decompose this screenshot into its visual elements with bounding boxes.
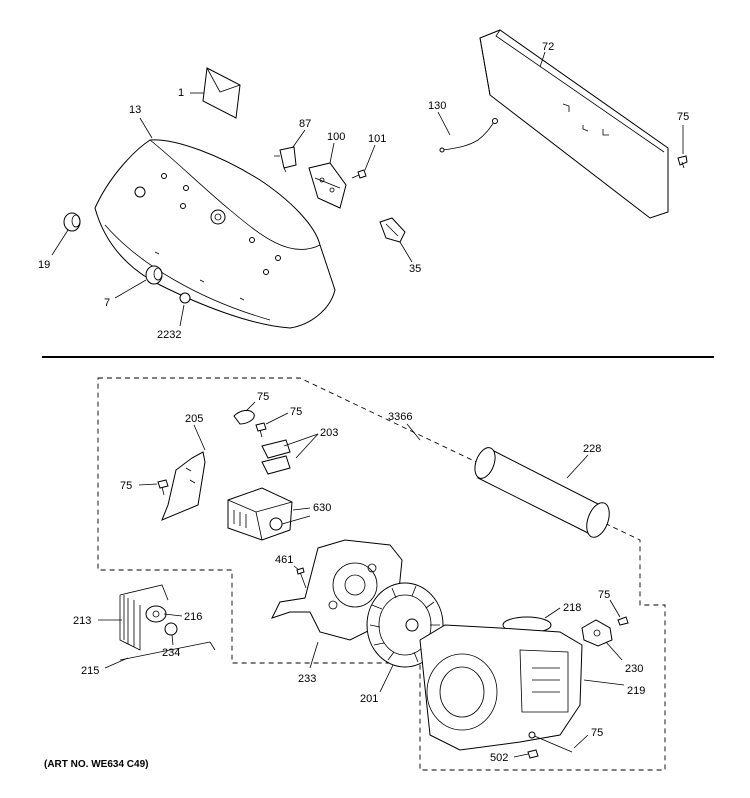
callout-13: 13 — [129, 104, 141, 116]
bracket-205-part — [161, 451, 206, 521]
callout-100: 100 — [327, 131, 345, 143]
knob-19-part — [63, 212, 81, 232]
rod-75e-part — [528, 731, 573, 753]
callout-228: 228 — [583, 443, 601, 455]
motor-630-part — [227, 487, 311, 541]
callout-502: 502 — [490, 752, 508, 764]
screw-75c-part — [157, 479, 169, 496]
screw-461-part — [296, 567, 307, 589]
control-panel-part — [94, 139, 336, 329]
callout-461: 461 — [275, 554, 293, 566]
rod-215-part — [119, 641, 216, 661]
instruction-sheet-part — [202, 67, 241, 119]
rear-panel-72-part — [479, 29, 669, 219]
switch-216-part — [145, 605, 167, 623]
bracket-100-part — [308, 162, 347, 209]
callout-19: 19 — [38, 259, 50, 271]
clip-35-part — [379, 217, 406, 243]
callout-75-d: 75 — [598, 589, 610, 601]
callout-7: 7 — [104, 297, 110, 309]
callout-75-c: 75 — [120, 480, 132, 492]
callout-3366: 3366 — [388, 411, 412, 423]
callout-75-a: 75 — [257, 391, 269, 403]
callout-203: 203 — [320, 427, 338, 439]
bracket-230-part — [581, 619, 613, 647]
callout-75-e: 75 — [591, 727, 603, 739]
callout-234: 234 — [162, 647, 180, 659]
callout-1: 1 — [178, 87, 184, 99]
callout-630: 630 — [313, 502, 331, 514]
part-234 — [164, 622, 178, 636]
callout-75-b: 75 — [290, 406, 302, 418]
callout-75-top: 75 — [677, 111, 689, 123]
grommet-75a-part — [233, 409, 255, 425]
clip-87-part — [274, 146, 297, 173]
callout-201: 201 — [360, 693, 378, 705]
blower-housing-219-part — [419, 624, 583, 751]
callout-233: 233 — [298, 673, 316, 685]
callout-219: 219 — [627, 685, 645, 697]
wire-harness-130-part — [439, 118, 498, 153]
screw-502-part — [527, 749, 539, 759]
callout-205: 205 — [185, 413, 203, 425]
art-number: (ART NO. WE634 C49) — [44, 759, 148, 770]
callout-130: 130 — [428, 100, 446, 112]
button-2232-part — [179, 292, 191, 304]
callout-230: 230 — [625, 663, 643, 675]
callout-213: 213 — [73, 615, 91, 627]
callout-216: 216 — [184, 611, 202, 623]
clip-203-part — [261, 439, 291, 475]
screw-75b-part — [255, 422, 267, 438]
callout-101: 101 — [368, 133, 386, 145]
screw-75d-part — [617, 616, 629, 626]
callout-87: 87 — [299, 118, 311, 130]
callout-215: 215 — [81, 665, 99, 677]
bracket-213-part — [119, 584, 169, 651]
knob-7-part — [145, 265, 163, 285]
callout-218: 218 — [563, 602, 581, 614]
screw-75-top-part — [677, 155, 688, 169]
callout-2232: 2232 — [157, 329, 181, 341]
callout-72: 72 — [542, 41, 554, 53]
screw-101-part — [351, 169, 367, 179]
callout-35: 35 — [409, 263, 421, 275]
duct-228-part — [474, 447, 610, 538]
